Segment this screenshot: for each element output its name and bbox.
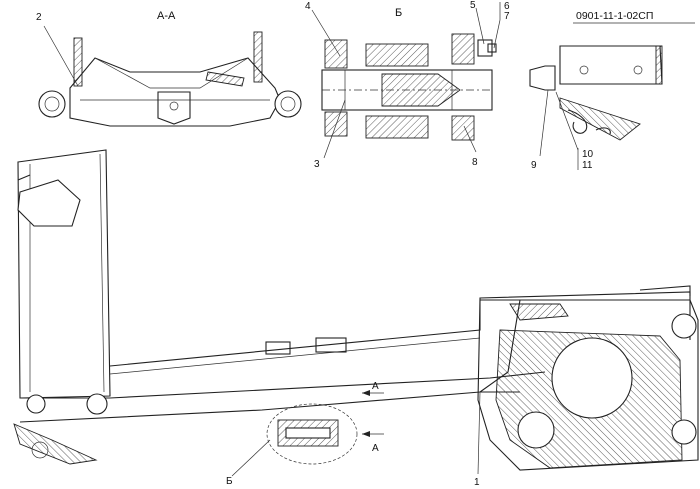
svg-text:1: 1 — [474, 477, 480, 488]
svg-text:5: 5 — [470, 0, 476, 11]
svg-text:2: 2 — [36, 12, 42, 23]
svg-text:10: 10 — [582, 149, 594, 160]
callout-8: 8 — [463, 125, 478, 168]
svg-text:А: А — [372, 443, 379, 454]
callout-10-11: 10 11 — [555, 91, 594, 171]
main-frame-view — [13, 149, 699, 471]
svg-text:7: 7 — [504, 11, 510, 22]
svg-text:9: 9 — [531, 160, 537, 171]
section-arrow-top: А — [362, 381, 384, 396]
svg-text:8: 8 — [472, 157, 478, 168]
svg-text:А: А — [372, 381, 379, 392]
callout-9: 9 — [531, 89, 549, 171]
svg-text:3: 3 — [314, 159, 320, 170]
callout-5: 5 — [470, 0, 485, 45]
callout-4: 4 — [305, 1, 341, 57]
svg-text:Б: Б — [226, 476, 233, 487]
detail-ref-b: Б — [226, 439, 271, 487]
drawing-code: 0901-11-1-02СП — [573, 8, 695, 24]
section-arrow-bottom: А — [362, 431, 384, 454]
drawing-code-text: 0901-11-1-02СП — [576, 10, 653, 22]
section-aa-view: А-А — [38, 10, 302, 127]
callout-6-7: 6 7 — [493, 1, 510, 49]
callout-2: 2 — [36, 12, 79, 87]
section-aa-title: А-А — [157, 10, 176, 22]
svg-text:11: 11 — [582, 160, 593, 171]
svg-text:6: 6 — [504, 1, 510, 12]
callout-1: 1 — [474, 391, 481, 488]
detail-b-view: Б — [321, 7, 497, 141]
svg-text:4: 4 — [305, 1, 311, 12]
side-detail-view — [529, 45, 663, 141]
detail-b-title: Б — [395, 7, 402, 19]
callout-3: 3 — [314, 99, 346, 170]
